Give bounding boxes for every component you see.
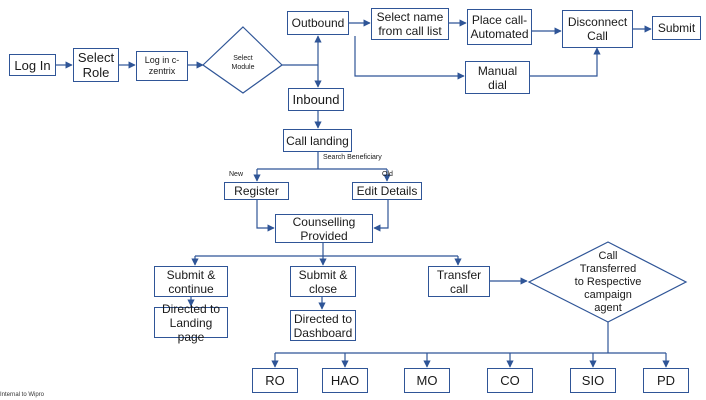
edit-details-box[interactable]: Edit Details (352, 182, 422, 200)
mo-box[interactable]: MO (404, 368, 450, 393)
manual-dial-box[interactable]: Manual dial (465, 61, 530, 94)
ro-box[interactable]: RO (252, 368, 298, 393)
co-box[interactable]: CO (487, 368, 533, 393)
inbound-box[interactable]: Inbound (288, 88, 344, 111)
submit-box[interactable]: Submit (652, 16, 701, 40)
hao-box[interactable]: HAO (322, 368, 368, 393)
edge-outbound-manual (354, 36, 465, 80)
register-box[interactable]: Register (224, 182, 289, 200)
select-role-box[interactable]: Select Role (73, 48, 119, 82)
login-box[interactable]: Log In (9, 54, 56, 76)
directed-landing-box[interactable]: Directed to Landing page (154, 302, 228, 344)
counselling-box[interactable]: Counselling Provided (275, 214, 373, 243)
edge-register-counselling (256, 200, 275, 232)
call-transferred-diamond-shape[interactable] (527, 241, 688, 323)
call-landing-box[interactable]: Call landing (283, 129, 352, 152)
edge-edit-counselling (373, 200, 389, 232)
select-name-box[interactable]: Select name from call list (371, 8, 449, 40)
sio-box[interactable]: SIO (570, 368, 616, 393)
submit-continue-box[interactable]: Submit & continue (154, 266, 228, 297)
directed-dashboard-box[interactable]: Directed to Dashboard (290, 310, 356, 341)
new-label: New (229, 171, 244, 178)
place-call-box[interactable]: Place call- Automated (467, 9, 532, 45)
login-czentrix-box[interactable]: Log in c- zentrix (136, 51, 188, 81)
old-label: Old (382, 171, 393, 178)
search-beneficiary-label: Search Beneficiary (323, 154, 382, 161)
login-czentrix-label: Log in c- zentrix (144, 55, 180, 76)
outbound-box[interactable]: Outbound (287, 11, 349, 35)
transfer-call-box[interactable]: Transfer call (428, 266, 490, 297)
select-module-diamond-shape[interactable] (202, 26, 283, 94)
disconnect-call-box[interactable]: Disconnect Call (562, 10, 633, 48)
edge-manual-disconnect (530, 47, 601, 77)
footer-classification: Internal to Wipro (0, 392, 45, 398)
pd-box[interactable]: PD (643, 368, 689, 393)
submit-close-box[interactable]: Submit & close (290, 266, 356, 297)
